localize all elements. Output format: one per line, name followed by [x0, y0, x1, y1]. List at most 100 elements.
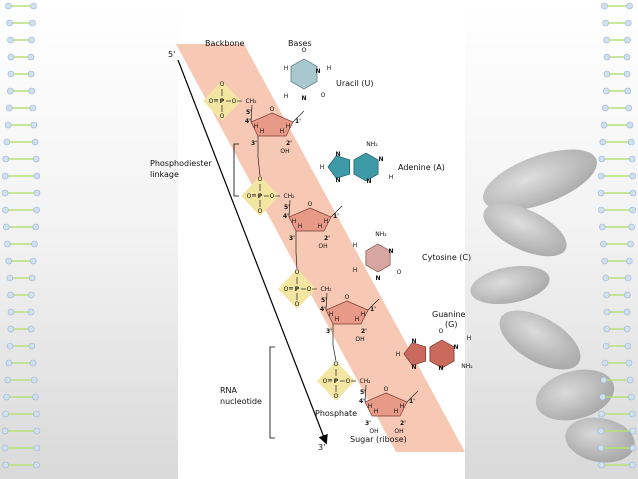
bead — [7, 308, 15, 316]
bead — [28, 342, 36, 350]
bead — [601, 104, 609, 112]
bond-line — [330, 205, 343, 218]
bead — [629, 427, 637, 435]
bead — [7, 70, 15, 78]
atom-label: O — [334, 361, 339, 368]
atom-label: N — [411, 364, 416, 371]
backbone-strand-band — [176, 44, 465, 452]
bead — [624, 291, 631, 299]
atom-label: N — [335, 151, 340, 158]
atom-label: 2' — [361, 328, 367, 335]
bond-line — [288, 199, 291, 218]
atom-label: H — [284, 65, 289, 72]
bead — [602, 274, 610, 282]
phosphate-group — [278, 269, 316, 309]
bead — [7, 53, 15, 61]
bead — [33, 189, 41, 197]
atom-label: H — [292, 218, 297, 225]
bead — [629, 172, 637, 180]
atom-label: H — [320, 164, 325, 171]
bead — [626, 121, 634, 129]
bead — [32, 393, 39, 401]
atom-label: N — [453, 344, 458, 351]
bond-line — [250, 104, 253, 123]
atom-label: H — [318, 223, 323, 230]
bead — [600, 121, 608, 129]
bead — [602, 19, 609, 27]
bead — [27, 53, 35, 61]
atom-label: H — [284, 93, 289, 100]
atom-label: O — [209, 98, 214, 105]
bead — [625, 104, 633, 112]
bead — [603, 291, 610, 299]
atom-label: H — [280, 128, 285, 135]
bead — [7, 325, 15, 333]
atom-label: H — [260, 128, 265, 135]
bead — [2, 155, 10, 163]
bead — [624, 36, 631, 44]
bead — [602, 87, 610, 95]
atom-label: O — [439, 328, 444, 335]
bead — [7, 36, 14, 44]
atom-label: O — [384, 386, 389, 393]
atom-label: 1' — [370, 306, 376, 313]
bead — [597, 172, 605, 180]
bead — [626, 376, 634, 384]
atom-label: N — [366, 178, 371, 185]
atom-label: O — [397, 269, 402, 276]
atom-label: OH — [394, 428, 403, 435]
svg-text:RNA: RNA — [220, 386, 238, 395]
phosphate-group — [203, 81, 241, 121]
atom-label: O — [295, 269, 300, 276]
bead — [597, 189, 605, 197]
bead — [33, 444, 41, 452]
bead — [597, 444, 605, 452]
bead — [30, 121, 38, 129]
atom-label: O — [258, 176, 263, 183]
ribose-sugar — [325, 300, 369, 325]
atom-label: O — [323, 378, 328, 385]
bead — [626, 2, 633, 10]
right-bead-border — [597, 2, 637, 469]
bead — [602, 342, 610, 350]
atom-label: O — [295, 301, 300, 308]
bead — [1, 427, 9, 435]
bead — [598, 155, 606, 163]
atom-label: O — [258, 208, 263, 215]
bead — [623, 70, 631, 78]
bead — [6, 87, 14, 95]
atom-label: O — [284, 286, 289, 293]
three-prime-label: 3' — [318, 443, 325, 452]
bead — [7, 291, 14, 299]
atom-label: H — [394, 408, 399, 415]
bead — [603, 325, 611, 333]
atom-label: NH₂ — [461, 363, 473, 370]
atom-label: N — [375, 275, 380, 282]
bead — [627, 240, 634, 248]
uracil-label: Uracil (U) — [336, 79, 374, 88]
bead — [624, 274, 632, 282]
guanine-label-line2: (G) — [445, 320, 457, 329]
bead — [623, 325, 631, 333]
bead — [603, 53, 611, 61]
bead — [603, 36, 610, 44]
bases-header: Bases — [288, 39, 312, 48]
atom-label: H — [329, 311, 334, 318]
bead — [629, 206, 636, 214]
atom-label: O — [308, 201, 313, 208]
atom-label: O — [232, 98, 237, 105]
atom-label: 4' — [359, 398, 365, 405]
ribose-sugar — [288, 207, 332, 232]
atom-label: N — [315, 68, 320, 75]
atom-label: H — [353, 267, 358, 274]
atom-label: CH₂ — [283, 193, 295, 200]
svg-text:linkage: linkage — [150, 170, 179, 179]
bead — [2, 410, 9, 418]
